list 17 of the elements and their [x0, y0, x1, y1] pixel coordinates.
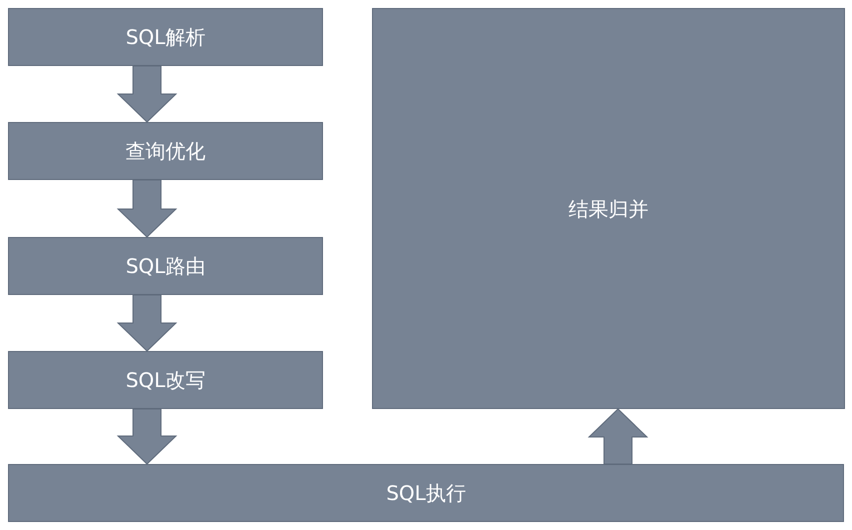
block-arrow [116, 66, 178, 123]
node-label: SQL执行 [386, 481, 466, 505]
process-box [372, 8, 845, 409]
process-box [8, 237, 323, 295]
node-label: SQL路由 [126, 254, 206, 278]
block-arrow [116, 408, 178, 465]
node-label: SQL解析 [126, 25, 206, 49]
process-box [8, 8, 323, 66]
block-arrow [116, 180, 178, 238]
node-label: 结果归并 [568, 196, 648, 220]
process-box [8, 122, 323, 180]
node-label: SQL改写 [126, 368, 206, 392]
process-box [8, 351, 323, 409]
block-arrow [116, 294, 178, 352]
node-label: 查询优化 [126, 139, 206, 163]
process-box [8, 464, 844, 522]
block-arrow [588, 408, 648, 464]
